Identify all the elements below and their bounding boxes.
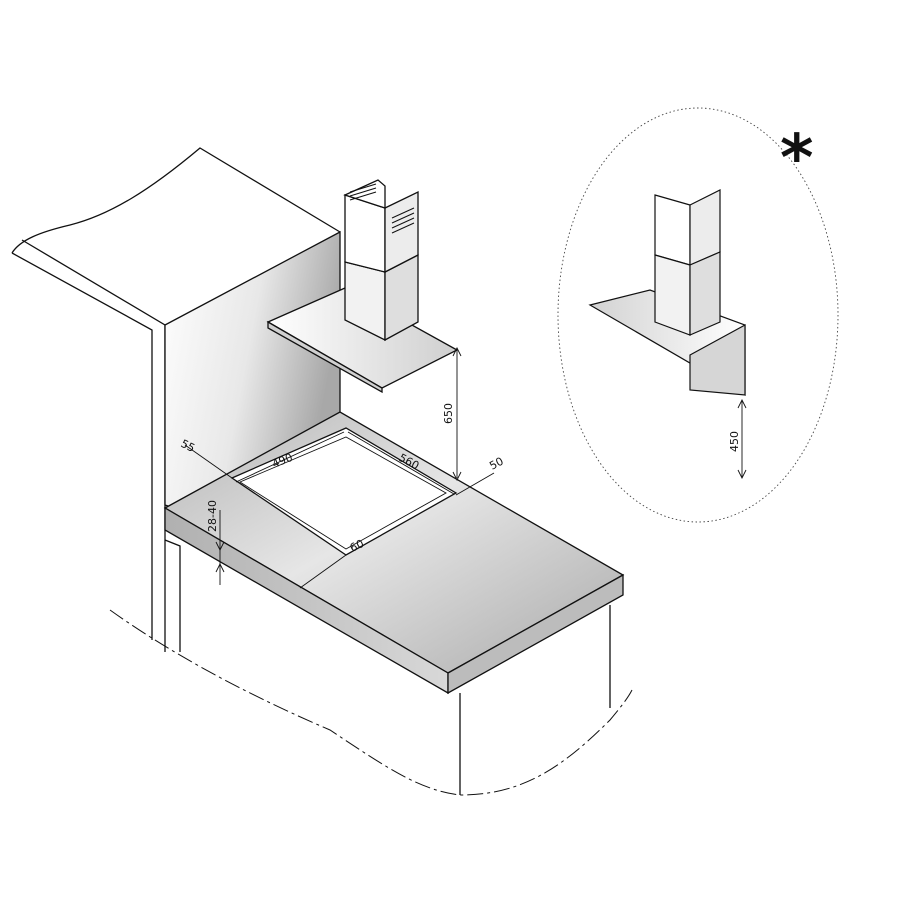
wall-outer-edge-2 xyxy=(21,239,166,652)
wall-top-outline xyxy=(11,147,341,254)
hob-cutout-inner xyxy=(239,436,447,550)
cooker-hood xyxy=(266,179,459,394)
dim-50-line xyxy=(455,472,495,496)
label-650: 650 xyxy=(442,403,455,424)
hood-chimney-top xyxy=(343,179,386,209)
inset-dimension xyxy=(737,398,747,480)
label-50: 50 xyxy=(487,455,505,473)
inset-ellipse xyxy=(557,107,839,523)
inset-chimney-lower-right xyxy=(689,251,721,336)
worktop-side-edge xyxy=(447,573,624,695)
inset-detail xyxy=(557,107,839,523)
inset-chimney-upper-left xyxy=(654,194,691,266)
wall-outer-edge xyxy=(11,252,153,640)
inset-hood-panel xyxy=(689,323,746,396)
vent-slots-left xyxy=(349,183,377,201)
dim-650-arrows xyxy=(452,346,462,482)
hob-cutout xyxy=(230,427,458,556)
dimension-lines xyxy=(184,346,495,589)
label-28-40: 28-40 xyxy=(206,500,219,532)
floor-dashed-line xyxy=(109,609,633,796)
hood-chimney-upper-right xyxy=(384,190,419,274)
dim-60-line xyxy=(299,554,347,589)
hood-canopy-edge xyxy=(267,320,383,394)
dim-560-line xyxy=(347,431,455,495)
inset-hood xyxy=(588,189,746,397)
wall-lower-left xyxy=(164,539,181,652)
inset-chimney-lower-left xyxy=(654,254,691,336)
base-cabinet-lines xyxy=(459,605,611,795)
dim-490-line xyxy=(235,431,345,483)
label-450: 450 xyxy=(728,431,741,452)
worktop xyxy=(163,411,625,795)
vent-slots-right xyxy=(391,207,415,234)
asterisk-note-marker: * xyxy=(780,122,813,196)
label-55: 55 xyxy=(179,437,197,455)
label-60: 60 xyxy=(348,537,366,555)
dim-55-line xyxy=(184,444,233,479)
dim-28-40-arrows xyxy=(215,541,225,573)
